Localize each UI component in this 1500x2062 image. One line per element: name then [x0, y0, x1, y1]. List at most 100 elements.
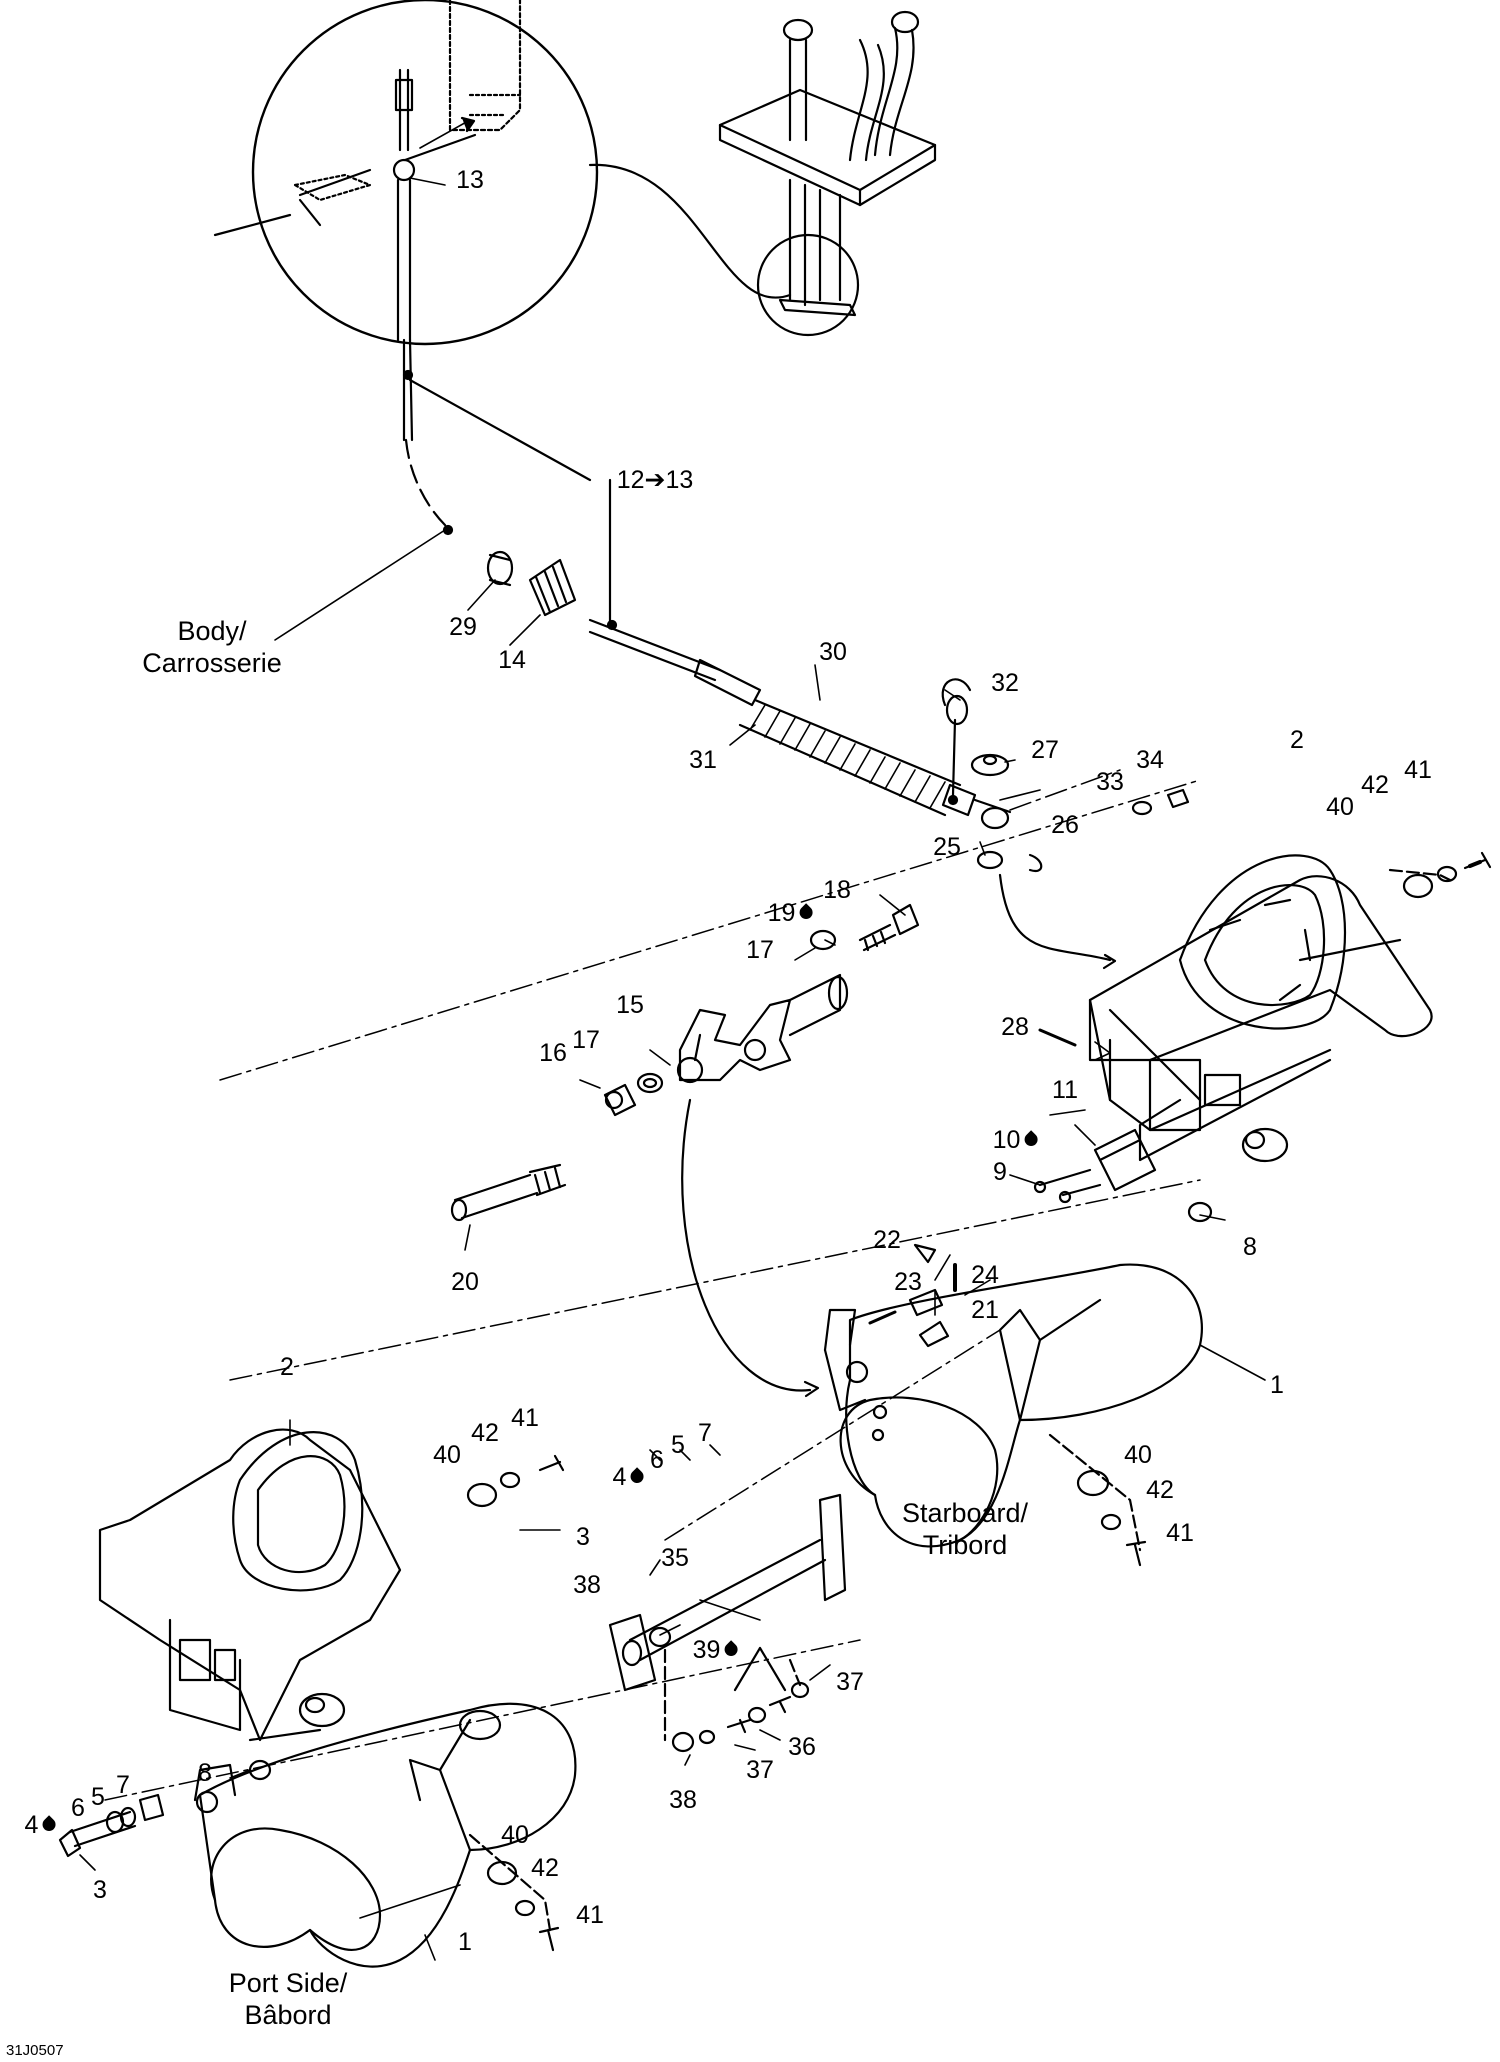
port-bracket-hardware — [248, 1454, 565, 1781]
label-6-upper: 6 — [650, 1446, 664, 1474]
label-30: 30 — [819, 638, 847, 666]
label-1-starboard: 1 — [1270, 1371, 1284, 1399]
caption-starboard: Starboard/ Tribord — [901, 1498, 1029, 1560]
oil-drop-icon — [721, 1640, 741, 1659]
label-21: 21 — [971, 1296, 999, 1324]
label-27: 27 — [1031, 736, 1059, 764]
label-42-port-bracket: 42 — [471, 1419, 499, 1447]
leader-lines — [79, 177, 1266, 1961]
label-8-upper: 8 — [1243, 1233, 1257, 1261]
steering-nozzle-starboard — [823, 1263, 1203, 1548]
assembly-leader-curve — [681, 1098, 812, 1392]
caption-port-side: Port Side/ Bâbord — [228, 1968, 348, 2030]
label-10: 10 — [993, 1126, 1041, 1154]
pivot-pin-20 — [450, 1163, 567, 1222]
label-32: 32 — [991, 669, 1019, 697]
detail-leader-curve — [588, 163, 792, 299]
bushings-left — [603, 929, 837, 1117]
label-40-port-bracket: 40 — [433, 1441, 461, 1469]
label-41-starboard: 41 — [1166, 1519, 1194, 1547]
shifter-detail-circle — [756, 233, 860, 337]
label-23: 23 — [894, 1268, 922, 1296]
label-13: 13 — [456, 166, 484, 194]
drawing-code: 31J0507 — [6, 2042, 64, 2059]
label-5-upper: 5 — [671, 1431, 685, 1459]
steering-bracket-port — [98, 1428, 402, 1742]
label-2-upper: 2 — [1290, 726, 1304, 754]
label-40-starboard: 40 — [1124, 1441, 1152, 1469]
oil-drop-icon — [796, 903, 816, 922]
cable-end-hardware — [945, 694, 1117, 970]
label-40-port: 40 — [501, 1821, 529, 1849]
cable-fittings — [486, 550, 577, 617]
label-20: 20 — [451, 1268, 479, 1296]
label-42-starboard: 42 — [1146, 1476, 1174, 1504]
clip-32 — [941, 678, 972, 707]
port-nozzle-hardware — [58, 1793, 560, 1952]
label-38-upper: 38 — [573, 1571, 601, 1599]
steering-nozzle-port — [193, 1702, 577, 1968]
label-37-upper: 37 — [836, 1668, 864, 1696]
label-33: 33 — [1096, 768, 1124, 796]
crossbar-hardware — [648, 1626, 810, 1753]
pin-28 — [1038, 1028, 1077, 1047]
label-29: 29 — [449, 613, 477, 641]
label-34: 34 — [1136, 746, 1164, 774]
label-7-lower: 7 — [116, 1771, 130, 1799]
label-41-port-bracket: 41 — [511, 1404, 539, 1432]
label-31: 31 — [689, 746, 717, 774]
label-42-upper: 42 — [1361, 771, 1389, 799]
label-16: 16 — [539, 1039, 567, 1067]
detent-parts-21-24 — [868, 1243, 957, 1325]
label-40-upper: 40 — [1326, 793, 1354, 821]
label-2-lower: 2 — [280, 1353, 294, 1381]
bolt-18 — [858, 903, 920, 952]
label-8-lower: 8 — [198, 1759, 212, 1787]
starboard-nozzle-hardware — [1048, 1433, 1147, 1567]
shift-lever-part — [676, 973, 849, 1084]
label-42-port: 42 — [531, 1854, 559, 1882]
label-1-port: 1 — [458, 1928, 472, 1956]
label-38-lower: 38 — [669, 1786, 697, 1814]
label-26: 26 — [1051, 811, 1079, 839]
label-22: 22 — [873, 1226, 901, 1254]
label-3-lower: 3 — [93, 1876, 107, 1904]
label-18: 18 — [823, 876, 851, 904]
label-12-13: 12➔13 — [616, 466, 694, 494]
label-17-upper: 17 — [746, 936, 774, 964]
label-41-port: 41 — [576, 1901, 604, 1929]
label-4-upper: 4 — [613, 1463, 647, 1491]
label-28: 28 — [1001, 1013, 1029, 1041]
label-7-upper: 7 — [698, 1419, 712, 1447]
label-9: 9 — [993, 1158, 1007, 1186]
axis-line-upper — [219, 779, 1201, 1081]
label-25: 25 — [933, 833, 961, 861]
guide-plate-11 — [1033, 1128, 1213, 1223]
shift-lever-assembly — [718, 10, 937, 317]
starboard-top-hardware — [1131, 788, 1492, 899]
label-11: 11 — [1052, 1076, 1078, 1104]
label-19: 19 — [768, 899, 816, 927]
shift-cable — [402, 338, 1012, 817]
caption-body: Body/ Carrosserie — [142, 616, 282, 678]
label-37-lower: 37 — [746, 1756, 774, 1784]
label-17-lower: 17 — [572, 1026, 600, 1054]
label-36: 36 — [788, 1733, 816, 1761]
label-3-upper: 3 — [576, 1523, 590, 1551]
label-39: 39 — [693, 1636, 741, 1664]
label-41-upper: 41 — [1404, 756, 1432, 784]
label-15: 15 — [616, 991, 644, 1019]
axis-line-middle — [229, 1179, 1201, 1381]
label-24: 24 — [971, 1261, 999, 1289]
cable-end-detail-view — [213, 0, 599, 346]
label-4-lower: 4 — [25, 1811, 59, 1839]
label-35: 35 — [661, 1544, 689, 1572]
oil-drop-icon — [39, 1815, 59, 1834]
oil-drop-icon — [627, 1467, 647, 1486]
steering-bracket-starboard — [1088, 854, 1433, 1163]
oil-drop-icon — [1021, 1130, 1041, 1149]
label-6-lower: 6 — [71, 1794, 85, 1822]
label-5-lower: 5 — [91, 1783, 105, 1811]
label-14: 14 — [498, 646, 526, 674]
